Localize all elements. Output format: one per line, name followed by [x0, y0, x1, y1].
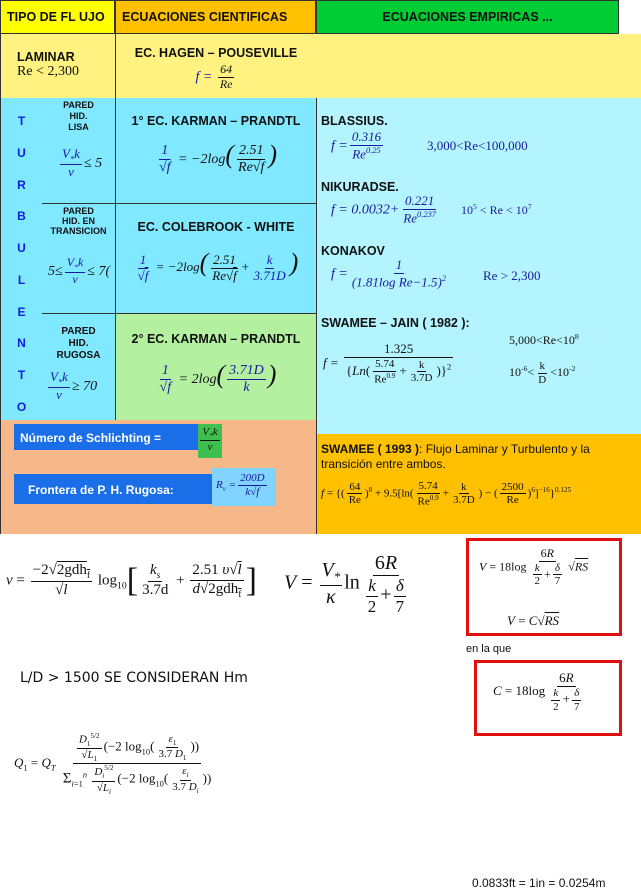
frontera-label: Frontera de P. H. Rugosa: [28, 483, 174, 497]
swamee-jain-title: SWAMEE – JAIN ( 1982 ): [321, 316, 470, 330]
transicion-title-line2: HID. EN [61, 216, 95, 226]
letter-n: N [17, 336, 26, 351]
transicion-title-line1: PARED [63, 206, 94, 216]
letter-t: T [17, 114, 26, 128]
nikuradse-title: NIKURADSE. [321, 180, 399, 194]
ld-statement: L/D > 1500 SE CONSIDERAN Hm [20, 670, 248, 686]
transicion-title-line3: TRANSICION [50, 226, 107, 236]
header-ecuaciones-empiricas: ECUACIONES EMPIRICAS ... [316, 0, 619, 34]
nikuradse-range: 105 < Re < 107 [461, 202, 532, 217]
letter-e: E [17, 304, 26, 319]
swamee-1993-title: SWAMEE ( 1993 ) [321, 442, 420, 456]
header-tipo-flujo-text: TIPO DE FL UJO [7, 10, 105, 24]
karman1-cell: 1° EC. KARMAN – PRANDTL 1√f = −2log(2.51… [115, 98, 316, 204]
en-la-que-label: en la que [466, 643, 512, 655]
rugosa-title-line2: HID. [68, 338, 89, 349]
lisa-title-line1: PARED [63, 100, 94, 110]
blassius-title: BLASSIUS. [321, 114, 388, 128]
header-empiricas-text: ECUACIONES EMPIRICAS ... [382, 10, 553, 24]
pared-lisa-title: PARED HID. LISA [42, 98, 115, 133]
colebrook-title: EC. COLEBROOK - WHITE [137, 220, 295, 234]
blassius-range: 3,000<Re<100,000 [427, 138, 528, 153]
swamee-1993-desc: : Flujo Laminar y Turbulento y la transi… [321, 442, 590, 471]
karman2-cell: 2° EC. KARMAN – PRANDTL 1√f = 2log(3.71D… [115, 314, 316, 420]
letter-o: O [16, 399, 27, 414]
hagen-title: EC. HAGEN – POUSEVILLE [134, 46, 298, 60]
letter-t2: T [17, 368, 26, 383]
letter-l: L [17, 272, 26, 287]
pared-rugosa-title: PARED HID. RUGOSA [42, 314, 115, 362]
header-cientificas-text: ECUACIONES CIENTIFICAS [122, 10, 288, 24]
letter-u: U [17, 145, 26, 160]
laminar-cell: LAMINAR Re < 2,300 [0, 34, 115, 98]
karman2-title: 2° EC. KARMAN – PRANDTL [131, 332, 301, 346]
lisa-title-line2: HID. [69, 111, 88, 121]
laminar-label: LAMINAR [17, 50, 75, 64]
letter-r: R [17, 177, 26, 192]
karman1-title: 1° EC. KARMAN – PRANDTL [131, 114, 301, 128]
turbulento-column: T U R B U L E N T O [0, 98, 42, 420]
letter-u2: U [17, 241, 26, 256]
swamee-1993-text: SWAMEE ( 1993 ): Flujo Laminar y Turbule… [321, 442, 641, 472]
pared-transicion-title: PARED HID. EN TRANSICION [42, 204, 115, 236]
konakov-equation: f =1(1.81log Re−1.5)2 [331, 257, 447, 290]
laminar-empirical-blank [316, 34, 641, 98]
header-ecuaciones-cientificas: ECUACIONES CIENTIFICAS [115, 0, 316, 34]
laminar-condition: Re < 2,300 [17, 64, 79, 79]
swamee-1993-cell: SWAMEE ( 1993 ): Flujo Laminar y Turbule… [316, 434, 641, 534]
swamee-jain-range1: 5,000<Re<108 [509, 332, 579, 347]
lisa-title-line3: LISA [68, 122, 89, 132]
rugosa-title-line1: PARED [61, 326, 96, 337]
turbulento-vertical-label: T U R B U L E N T O [1, 98, 42, 414]
konakov-title: KONAKOV [321, 244, 385, 258]
schlichting-box: Número de Schlichting = [14, 424, 198, 450]
schlichting-label: Número de Schlichting = [20, 431, 162, 445]
unit-conversion: 0.0833ft = 1in = 0.0254m [472, 876, 606, 890]
letter-b: B [17, 209, 26, 224]
box1-eq2: V = C√RS [507, 613, 560, 628]
konakov-range: Re > 2,300 [483, 268, 541, 283]
header-tipo-flujo: TIPO DE FL UJO [0, 0, 115, 34]
rugosa-title-line3: RUGOSA [56, 350, 101, 361]
